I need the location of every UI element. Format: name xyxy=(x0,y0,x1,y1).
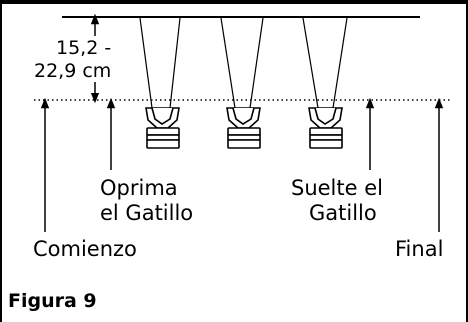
distance-label-line2: 22,9 cm xyxy=(34,60,112,82)
spray-fan-1 xyxy=(139,17,181,109)
spray-gun-icon-2 xyxy=(226,107,261,149)
press-trigger-label-line2: el Gatillo xyxy=(100,201,194,225)
end-label: Final xyxy=(395,237,444,261)
start-label: Comienzo xyxy=(33,237,137,261)
spray-fan-3 xyxy=(302,17,348,109)
spray-fan-2 xyxy=(220,17,264,109)
figure-caption: Figura 9 xyxy=(8,290,97,312)
spray-gun-icon-1 xyxy=(145,107,180,149)
spray-gun-icon-3 xyxy=(308,107,343,149)
press-trigger-label-line1: Oprima xyxy=(100,176,178,200)
distance-label-line1: 15,2 - xyxy=(56,37,112,59)
release-trigger-label-line1: Suelte el xyxy=(291,176,383,200)
release-trigger-label-line2: Gatillo xyxy=(309,201,377,225)
frame-top-border xyxy=(0,0,468,4)
